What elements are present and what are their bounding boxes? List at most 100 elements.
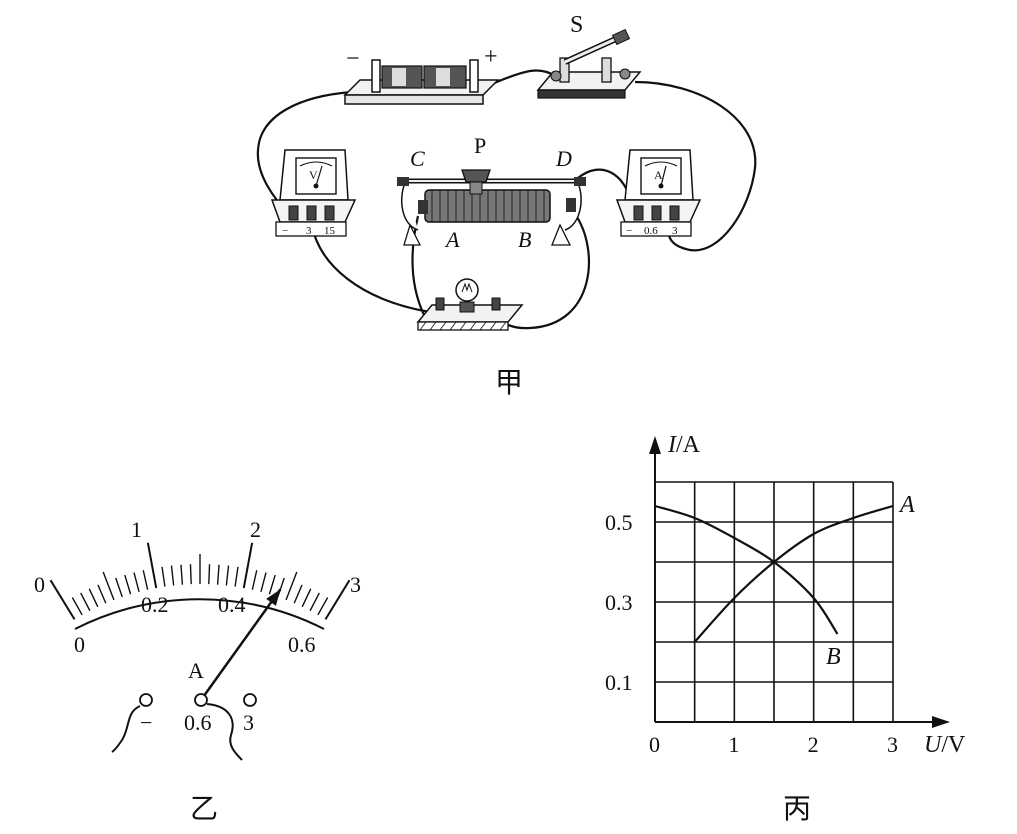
x-tick-label: 1	[728, 732, 739, 757]
dial-tick	[225, 565, 230, 586]
ammeter-terminal-minus: −	[626, 225, 632, 237]
voltmeter-terminal-minus: −	[282, 225, 288, 237]
dial-pointer-label: A	[188, 658, 204, 683]
dial-terminal-minus-label: −	[140, 710, 152, 735]
dial-tick	[142, 570, 149, 590]
dial-inner-0: 0	[74, 632, 85, 657]
voltmeter: V − 3 15	[270, 149, 357, 237]
dial-tick	[251, 570, 258, 590]
dial-tick	[102, 571, 115, 601]
wire-switch-ammeter	[634, 80, 757, 252]
x-axis-label: U/V	[924, 732, 966, 758]
dial-terminal-06-label: 0.6	[184, 710, 212, 735]
voltmeter-terminal-15: 15	[324, 225, 336, 237]
series-curve-b	[654, 504, 839, 635]
dial-tick	[208, 564, 211, 585]
y-tick-label: 0.5	[605, 510, 633, 535]
dial-inner-scale: 0 0.2 0.4 0.6	[74, 592, 316, 657]
curve-b-label: B	[826, 644, 841, 670]
rheostat: C D P A B	[397, 133, 586, 252]
dial-outer-scale: 0 1 2 3	[34, 517, 361, 597]
ammeter: A − 0.6 3	[615, 149, 702, 237]
voltmeter-symbol: V	[309, 168, 318, 182]
dial-wire-06	[206, 703, 243, 761]
x-axis-var: U	[924, 732, 943, 758]
dial-tick	[133, 572, 140, 593]
dial-tick	[324, 579, 351, 620]
switch: S	[536, 12, 642, 99]
dial-tick	[285, 571, 298, 601]
dial-tick	[260, 572, 267, 593]
x-tick-label: 0	[649, 732, 660, 757]
dial-arc	[74, 598, 325, 630]
dial-outer-3: 3	[350, 572, 361, 597]
dial-inner-02: 0.2	[141, 592, 169, 617]
caption-bing: 丙	[783, 792, 811, 825]
dial-tick	[242, 542, 254, 589]
dial-figure: 0 1 2 3 0 0.2 0.4 0.6 A − 0.6 3 乙	[34, 517, 361, 825]
rheostat-terminal-a: A	[444, 227, 460, 252]
y-tick-label: 0.3	[605, 590, 633, 615]
wire-rheostat-b-lamp	[499, 213, 591, 330]
dial-inner-06: 0.6	[288, 632, 316, 657]
dial-terminal-minus-icon	[139, 693, 153, 707]
dial-tick	[80, 592, 91, 612]
dial-outer-2: 2	[250, 517, 261, 542]
voltmeter-terminal-3: 3	[306, 225, 312, 237]
dial-tick	[97, 584, 107, 604]
dial-tick	[301, 588, 312, 608]
wire-rheostat-lamp	[411, 215, 425, 316]
dial-pointer-arrowhead	[266, 589, 281, 606]
dial-outer-0: 0	[34, 572, 45, 597]
battery: − +	[343, 44, 500, 105]
dial-tick	[115, 577, 123, 598]
rheostat-slider-p: P	[474, 133, 486, 158]
y-axis-unit: /A	[676, 432, 701, 458]
dial-tick	[71, 597, 83, 616]
lamp-board	[416, 278, 524, 331]
dial-tick	[189, 564, 192, 585]
x-axis-arrow-icon	[932, 716, 950, 728]
dial-tick	[293, 584, 303, 604]
caption-yi: 乙	[190, 792, 218, 825]
dial-tick	[180, 564, 184, 585]
switch-label: S	[570, 12, 583, 38]
dial-tick	[146, 542, 158, 589]
battery-minus-label: −	[346, 46, 360, 72]
chart-series	[654, 504, 894, 643]
dial-tick	[268, 574, 276, 595]
rheostat-terminal-b: B	[518, 227, 531, 252]
dial-pointer	[199, 588, 282, 701]
dial-terminal-3-icon	[243, 693, 257, 707]
ammeter-terminal-06: 0.6	[644, 225, 658, 237]
rheostat-terminal-d: D	[555, 146, 572, 171]
series-curve-a	[693, 504, 894, 643]
dial-inner-04: 0.4	[218, 592, 246, 617]
dial-tick	[124, 574, 132, 595]
dial-tick	[234, 566, 239, 587]
dial-ticks	[49, 542, 351, 620]
dial-tick	[161, 566, 166, 587]
ammeter-symbol: A	[654, 168, 663, 182]
wire-voltmeter-lamp	[310, 225, 431, 314]
ammeter-terminal-3: 3	[672, 225, 678, 237]
dial-tick	[170, 565, 175, 586]
dial-tick	[309, 592, 320, 612]
curve-a-label: A	[898, 492, 915, 518]
dial-tick	[216, 564, 220, 585]
caption-jia: 甲	[495, 366, 523, 399]
dial-terminal-06-icon	[194, 693, 208, 707]
dial-tick	[49, 579, 76, 620]
x-axis-unit: /V	[941, 732, 966, 758]
dial-terminal-3-label: 3	[243, 710, 254, 735]
y-tick-label: 0.1	[605, 670, 633, 695]
dial-wire-minus	[111, 705, 141, 753]
y-axis-var: I	[667, 432, 677, 458]
circuit-figure: − + S V −	[256, 12, 757, 399]
x-tick-label: 2	[808, 732, 819, 757]
chart-grid	[655, 481, 894, 722]
y-axis-arrow-icon	[649, 436, 661, 454]
